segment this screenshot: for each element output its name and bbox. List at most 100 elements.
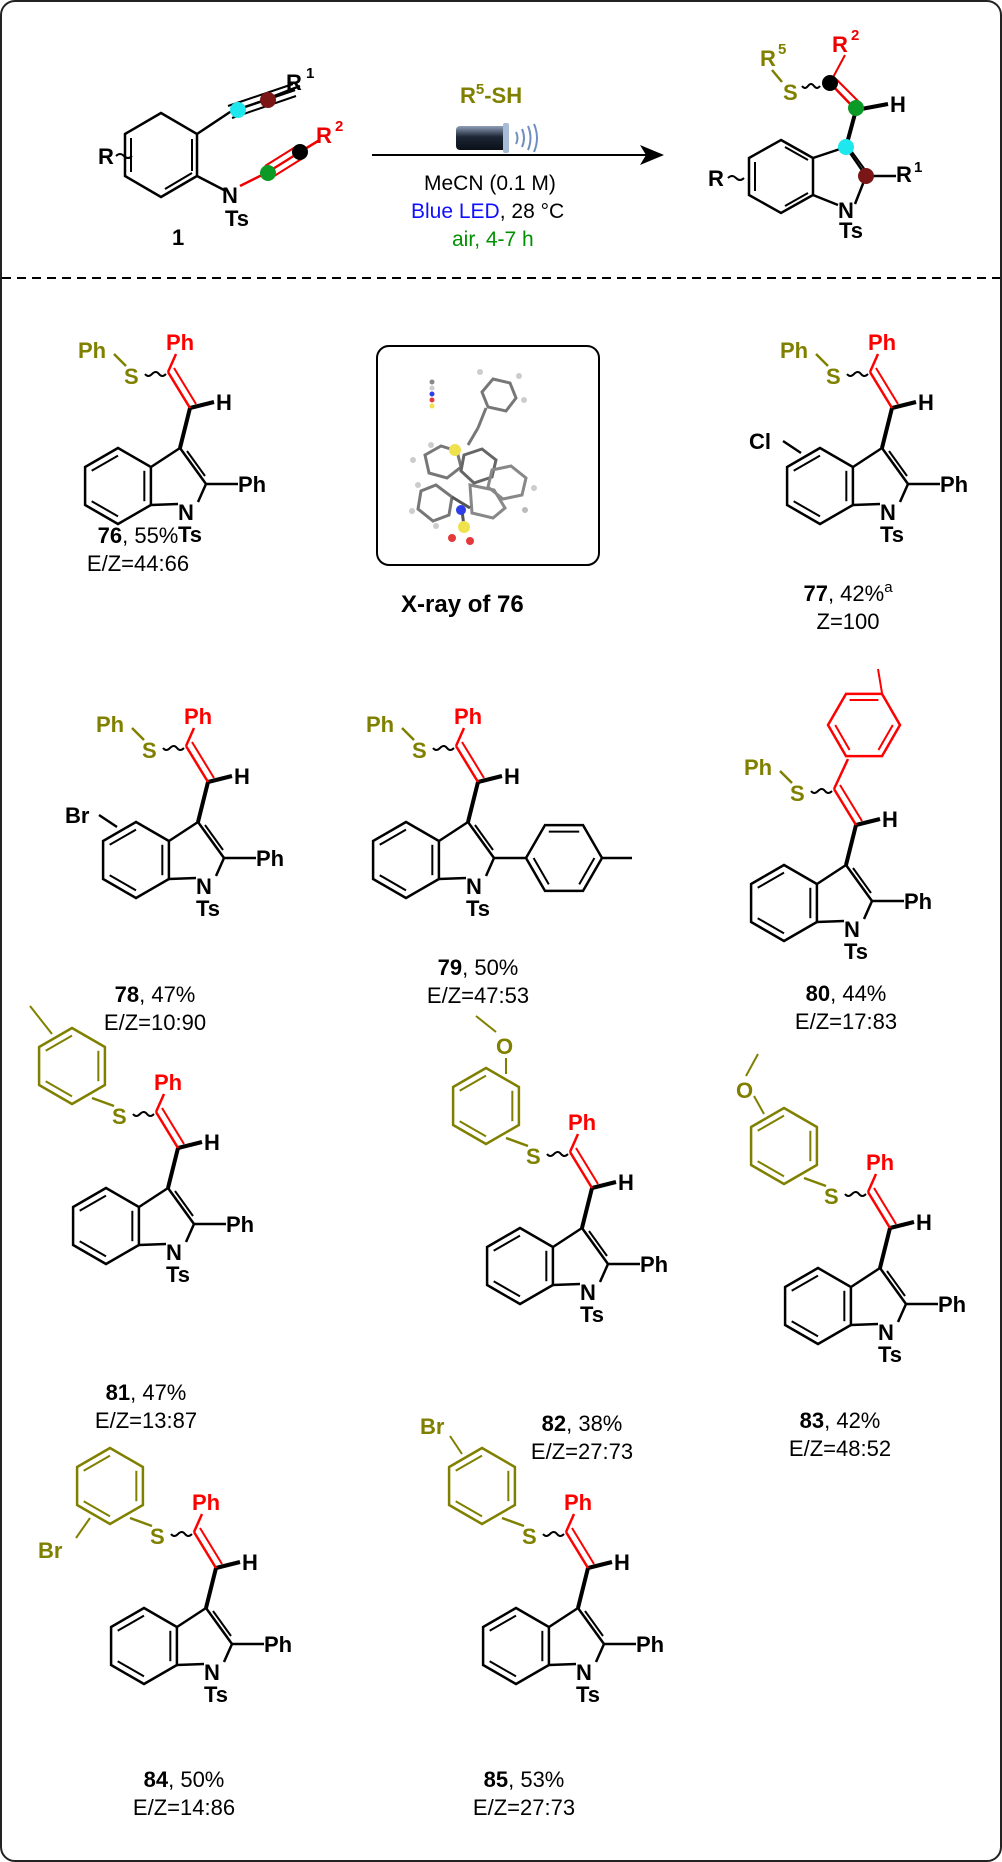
product-caption: 76, 55% [98,523,179,548]
sulfur-label: S [124,364,139,389]
phenyl-label: Ph [96,712,124,737]
yield-text: , 55% [122,523,178,548]
phenyl-label: Ph [166,330,194,355]
hydrogen-label: H [614,1550,630,1575]
nitrogen-label: N [880,500,896,525]
compound-number: 81 [106,1380,130,1405]
yield-text: , 44% [830,981,886,1006]
hydrogen-label: H [916,1210,932,1235]
bromo-label: Br [420,1414,445,1439]
product-caption: 79, 50% [438,955,519,980]
product-caption: 85, 53% [484,1767,565,1792]
sulfur-label: S [142,738,157,763]
sulfur-label: S [826,364,841,389]
nitrogen-label: N [576,1660,592,1685]
svg-text:N: N [838,198,854,223]
svg-text:1: 1 [914,159,922,176]
xray-caption: X-ray of 76 [401,591,524,618]
phenyl-label: Ph [938,1292,966,1317]
oxygen-label: O [496,1034,513,1059]
footnote-mark: a [884,579,893,596]
hydrogen-label: H [216,390,232,415]
phenyl-label: Ph [154,1070,182,1095]
svg-text:N: N [222,183,238,208]
tosyl-label: Ts [878,1342,902,1367]
product-caption: 84, 50% [144,1767,225,1792]
yield-text: , 42% [824,1408,880,1433]
compound-number: 83 [800,1408,824,1433]
yield-text: , 38% [566,1411,622,1436]
svg-text:H: H [890,92,906,117]
green-dot [260,165,276,181]
svg-text:R: R [286,70,302,95]
phenyl-label: Ph [454,704,482,729]
chloro-label: Cl [749,429,771,454]
hydrogen-label: H [918,390,934,415]
phenyl-label: Ph [564,1490,592,1515]
phenyl-label: Ph [868,330,896,355]
nitrogen-label: N [196,874,212,899]
compound-number: 84 [144,1767,169,1792]
hydrogen-label: H [204,1130,220,1155]
compound-number: 80 [806,981,830,1006]
phenyl-label: Ph [640,1252,668,1277]
phenyl-label: Ph [226,1212,254,1237]
svg-text:1: 1 [306,65,314,82]
svg-text:Ts: Ts [839,218,863,243]
product-caption: 77, 42%a [803,579,893,606]
svg-text:MeCN (0.1 M): MeCN (0.1 M) [424,172,556,195]
reaction-arrow: R5-SH MeCN (0.1 M) Blue LED, 28 °C air, … [372,81,664,251]
tosyl-label: Ts [466,896,490,921]
xray-frame [376,345,600,566]
sulfur-label: S [522,1524,537,1549]
compound-number: 85 [484,1767,508,1792]
product-caption: 78, 47% [115,982,196,1007]
nitrogen-label: N [844,917,860,942]
svg-text:5: 5 [778,41,786,58]
nitrogen-label: N [466,874,482,899]
phenyl-label: Ph [184,704,212,729]
tosyl-label: Ts [580,1302,604,1327]
phenyl-label: Ph [780,338,808,363]
svg-text:S: S [783,80,798,105]
svg-text:Blue LED, 28 °C: Blue LED, 28 °C [411,200,564,223]
sulfur-label: S [412,738,427,763]
svg-text:Ts: Ts [225,206,249,231]
svg-text:1: 1 [172,225,184,250]
bromo-label: Br [38,1538,63,1563]
hydrogen-label: H [234,764,250,789]
hydrogen-label: H [504,764,520,789]
phenyl-label: Ph [238,472,266,497]
ratio-text: E/Z=47:53 [427,983,529,1008]
xray-structure-image [409,369,537,545]
tosyl-label: Ts [204,1682,228,1707]
yield-text: , 53% [508,1767,564,1792]
ratio-text: E/Z=13:87 [95,1408,197,1433]
svg-text:R: R [896,162,912,187]
sulfur-label: S [150,1524,165,1549]
xray-panel: X-ray of 76 [376,345,600,618]
sulfur-label: S [526,1144,541,1169]
yield-text: , 42% [828,581,884,606]
phenyl-label: Ph [78,338,106,363]
phenyl-label: Ph [866,1150,894,1175]
svg-text:2: 2 [851,27,859,44]
ratio-text: E/Z=44:66 [87,551,189,576]
hydrogen-label: H [882,807,898,832]
hydrogen-label: H [242,1550,258,1575]
compound-number: 79 [438,955,462,980]
product-caption: 83, 42% [800,1408,881,1433]
compound-number: 78 [115,982,139,1007]
darkred-dot [260,92,276,108]
svg-text:R: R [832,32,848,57]
svg-text:R: R [98,144,114,169]
